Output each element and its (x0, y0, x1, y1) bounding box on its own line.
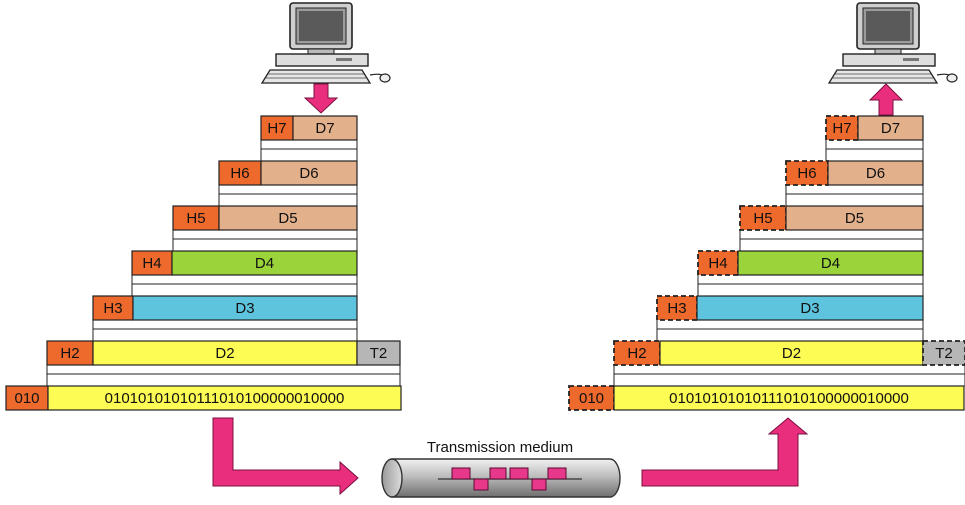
encapsulation-bracket (785, 185, 924, 206)
layer-row-h7: H7 D7 (825, 115, 924, 161)
encapsulation-bracket (172, 230, 358, 251)
transmission-medium-label: Transmission medium (427, 439, 573, 456)
encapsulation-bracket (656, 320, 924, 341)
data-d4-box (171, 250, 358, 276)
send-path-arrow-icon (212, 417, 359, 496)
header-h3-box (656, 295, 698, 321)
bits-header-box (568, 385, 615, 411)
trailer-t2-box (356, 340, 401, 366)
down-arrow-icon (303, 83, 339, 114)
header-h3-box (92, 295, 134, 321)
data-d4-label: D4 (255, 255, 274, 272)
encapsulation-bracket (92, 320, 358, 341)
header-h7-label: H7 (267, 120, 286, 137)
bits-header-label: 010 (579, 390, 604, 407)
data-d7-label: D7 (881, 120, 900, 137)
data-d4-box (737, 250, 924, 276)
pipe-end-cap (381, 458, 403, 498)
header-h7-label: H7 (832, 120, 851, 137)
signal-pulses (451, 467, 567, 491)
header-h2-label: H2 (60, 345, 79, 362)
header-h4-label: H4 (142, 255, 161, 272)
bits-header-box (5, 385, 49, 411)
layer-row-h7: H7 D7 (260, 115, 358, 161)
encapsulation-bracket (46, 365, 401, 386)
data-d7-box (857, 115, 924, 141)
data-d2-label: D2 (215, 345, 234, 362)
header-h6-label: H6 (230, 165, 249, 182)
header-h7-box (825, 115, 859, 141)
up-arrow-icon (868, 83, 904, 116)
data-d6-box (827, 160, 924, 186)
bits-stream-label: 01010101010111010100000010000 (105, 390, 345, 407)
sender-computer-icon (260, 2, 391, 84)
data-d5-label: D5 (845, 210, 864, 227)
transmission-medium: Transmission medium (381, 439, 621, 498)
layer-row-h5: H5 D5 (172, 205, 358, 251)
header-h3-label: H3 (667, 300, 686, 317)
trailer-t2-label: T2 (935, 345, 953, 362)
bits-header-label: 010 (14, 390, 39, 407)
bits-stream-box (47, 385, 402, 411)
encapsulation-bracket (131, 275, 358, 296)
data-d3-label: D3 (235, 300, 254, 317)
encapsulation-bracket (613, 365, 965, 386)
receive-path-arrow-icon (641, 417, 809, 487)
layer-row-h2: H2 D2 T2 (613, 340, 965, 386)
encapsulation-bracket (825, 140, 924, 161)
data-d6-box (260, 160, 358, 186)
data-d3-label: D3 (800, 300, 819, 317)
data-d7-box (292, 115, 358, 141)
layer-row-h2: H2 D2 T2 (46, 340, 401, 386)
encapsulation-bracket (218, 185, 358, 206)
header-h2-box (46, 340, 94, 366)
header-h4-label: H4 (708, 255, 727, 272)
header-h5-label: H5 (753, 210, 772, 227)
encapsulation-bracket (739, 230, 924, 251)
layer-row-h6: H6 D6 (785, 160, 924, 206)
header-h2-label: H2 (627, 345, 646, 362)
header-h5-label: H5 (186, 210, 205, 227)
layer-row-h3: H3 D3 (92, 295, 358, 341)
receiver-computer-icon (827, 2, 958, 84)
data-d3-box (696, 295, 924, 321)
layer-row-h3: H3 D3 (656, 295, 924, 341)
bit-stream-row: 010 01010101010111010100000010000 (5, 385, 402, 411)
data-d2-label: D2 (782, 345, 801, 362)
data-d6-label: D6 (299, 165, 318, 182)
data-d5-label: D5 (278, 210, 297, 227)
data-d3-box (132, 295, 358, 321)
header-h3-label: H3 (103, 300, 122, 317)
layer-row-h4: H4 D4 (697, 250, 924, 296)
bit-stream-row: 010 01010101010111010100000010000 (568, 385, 965, 411)
layer-row-h4: H4 D4 (131, 250, 358, 296)
encapsulation-bracket (260, 140, 358, 161)
header-h5-box (739, 205, 787, 231)
header-h4-box (697, 250, 739, 276)
header-h6-box (785, 160, 829, 186)
header-h2-box (613, 340, 661, 366)
data-d2-box (92, 340, 358, 366)
data-d4-label: D4 (821, 255, 840, 272)
encapsulation-bracket (697, 275, 924, 296)
data-d5-box (218, 205, 358, 231)
header-h7-box (260, 115, 294, 141)
data-d7-label: D7 (315, 120, 334, 137)
bits-stream-label: 01010101010111010100000010000 (669, 390, 909, 407)
data-d5-box (785, 205, 924, 231)
layer-row-h6: H6 D6 (218, 160, 358, 206)
trailer-t2-label: T2 (370, 345, 388, 362)
data-d6-label: D6 (866, 165, 885, 182)
trailer-t2-box (922, 340, 965, 366)
bits-stream-box (613, 385, 965, 411)
header-h6-label: H6 (797, 165, 816, 182)
layer-row-h5: H5 D5 (739, 205, 924, 251)
